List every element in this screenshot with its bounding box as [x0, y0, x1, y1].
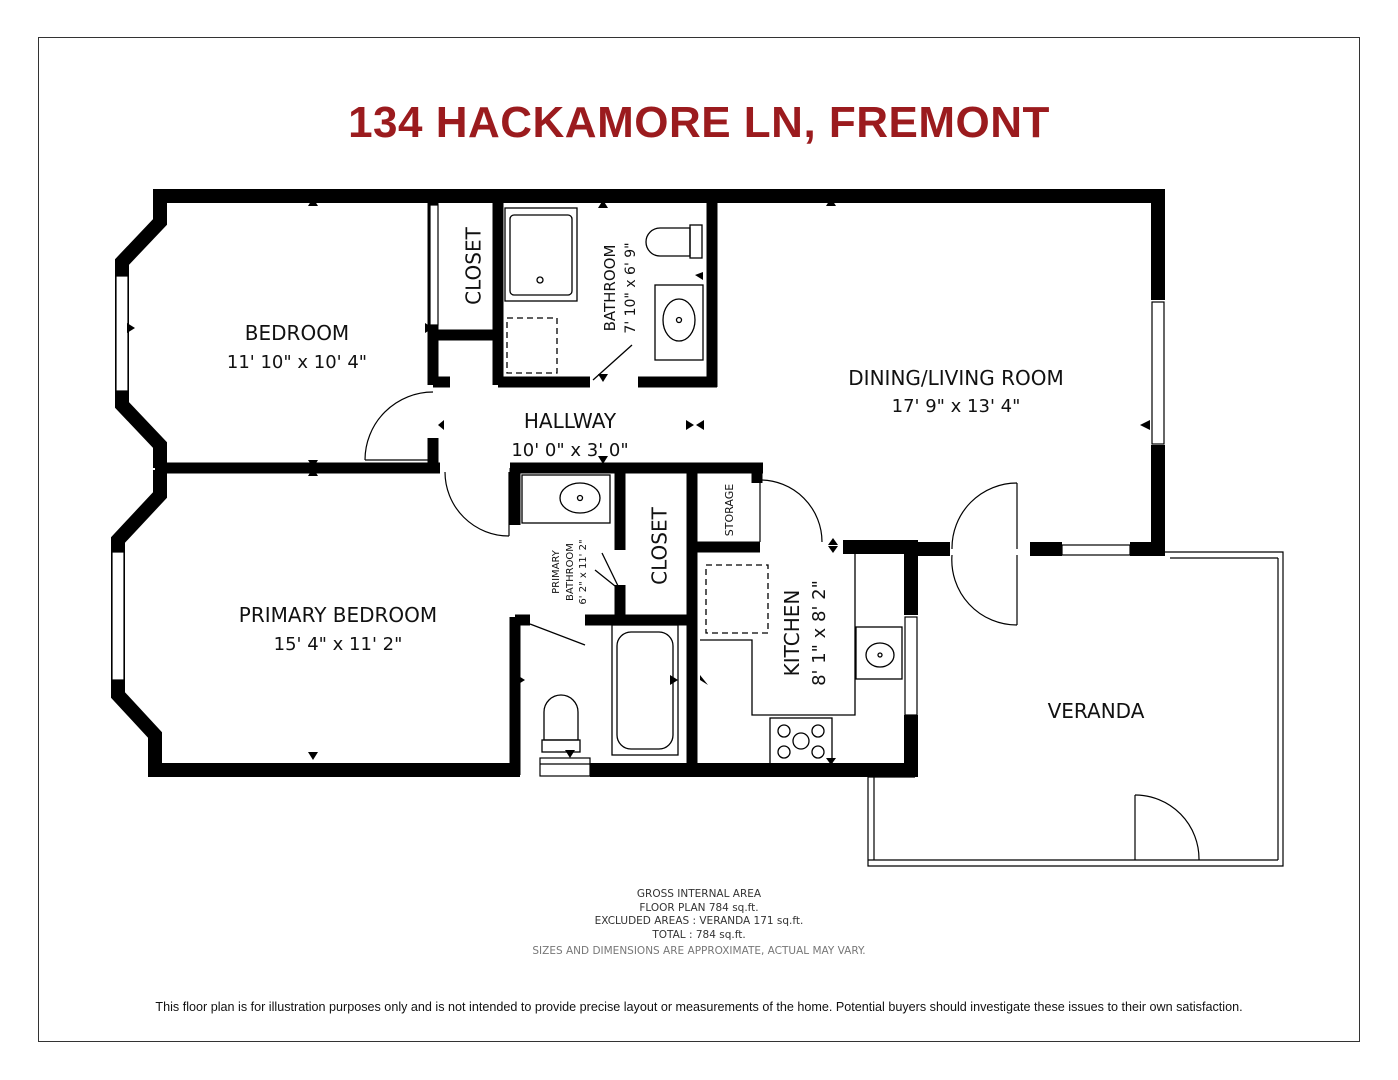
primary-bedroom-outer-wall — [111, 470, 520, 777]
shower-stall — [504, 207, 578, 302]
primary-bathroom-size: 6' 2" x 11' 2" — [578, 539, 589, 604]
bath-cabinet — [506, 317, 558, 374]
veranda-gate-arc — [1134, 794, 1200, 861]
veranda-name: VERANDA — [1048, 699, 1145, 723]
primary-bedroom-name: PRIMARY BEDROOM — [239, 603, 437, 627]
kitchen-name: KITCHEN — [780, 590, 804, 677]
hallway-name: HALLWAY — [524, 409, 617, 433]
dimension-markers — [127, 198, 1150, 765]
kitchen-window — [904, 616, 918, 716]
area-heading: GROSS INTERNAL AREA — [636, 888, 762, 900]
hallway-size: 10' 0" x 3' 0" — [511, 440, 628, 461]
primary-bath-door-swing-b — [529, 623, 586, 646]
area-floor-plan: FLOOR PLAN 784 sq.ft. — [639, 901, 759, 914]
storage-label: STORAGE — [723, 484, 736, 536]
room-labels: BEDROOM 11' 10" x 10' 4" CLOSET BATHROOM… — [227, 226, 1145, 723]
dining-living-name: DINING/LIVING ROOM — [848, 366, 1063, 390]
bathroom-name: BATHROOM — [601, 245, 619, 332]
kitchen-sink — [855, 626, 903, 680]
kitchen-size: 8' 1" x 8' 2" — [809, 580, 830, 686]
closet-top-label: CLOSET — [462, 226, 486, 304]
interior-walls — [155, 196, 763, 775]
primary-bath-door-swing-a — [601, 552, 621, 591]
primary-bathroom-name2: BATHROOM — [565, 543, 576, 601]
living-window — [1151, 301, 1165, 445]
disclaimer: This floor plan is for illustration purp… — [155, 1000, 1243, 1014]
closet-primary-label: CLOSET — [648, 506, 672, 584]
bath-toilet — [645, 227, 691, 257]
windows — [111, 204, 1165, 777]
primary-bedroom-door-arc — [444, 471, 510, 537]
bedroom-door-arc — [364, 391, 434, 461]
kitchen-island — [705, 564, 769, 634]
bedroom-name: BEDROOM — [245, 321, 349, 345]
dining-living-size: 17' 9" x 13' 4" — [892, 396, 1021, 417]
primary-bath-vanity — [521, 474, 611, 524]
closet-door-slider — [429, 204, 439, 326]
primary-toilet — [543, 694, 579, 741]
bath-vanity — [654, 284, 704, 361]
area-note: SIZES AND DIMENSIONS ARE APPROXIMATE, AC… — [532, 945, 866, 957]
storage-door-arc — [759, 479, 823, 543]
area-excluded: EXCLUDED AREAS : VERANDA 171 sq.ft. — [594, 915, 804, 927]
primary-bath-vent — [539, 757, 591, 777]
kitchen-counter — [700, 553, 856, 716]
primary-bathroom-name: PRIMARY — [551, 549, 562, 594]
page-frame — [38, 37, 1360, 1042]
exterior-walls — [111, 189, 1165, 777]
veranda-outline — [867, 551, 1284, 867]
bathtub — [611, 624, 679, 756]
primary-bedroom-window — [111, 551, 125, 681]
area-summary: GROSS INTERNAL AREA FLOOR PLAN 784 sq.ft… — [0, 888, 1398, 959]
bedroom-size: 11' 10" x 10' 4" — [227, 352, 367, 373]
bathroom-size: 7' 10" x 6' 9" — [623, 242, 639, 333]
fixtures — [504, 207, 903, 765]
area-total: TOTAL : 784 sq.ft. — [652, 928, 746, 941]
living-veranda-door-arc-top — [951, 482, 1018, 550]
living-veranda-door-arc-bottom — [951, 554, 1018, 626]
primary-bedroom-size: 15' 4" x 11' 2" — [274, 634, 403, 655]
stove — [769, 717, 833, 765]
page-title: 134 HACKAMORE LN, FREMONT — [348, 98, 1050, 147]
doors — [364, 391, 1284, 867]
living-bottom-window — [1061, 544, 1131, 556]
bedroom-outer-wall — [115, 189, 430, 468]
bedroom-window — [115, 275, 129, 392]
